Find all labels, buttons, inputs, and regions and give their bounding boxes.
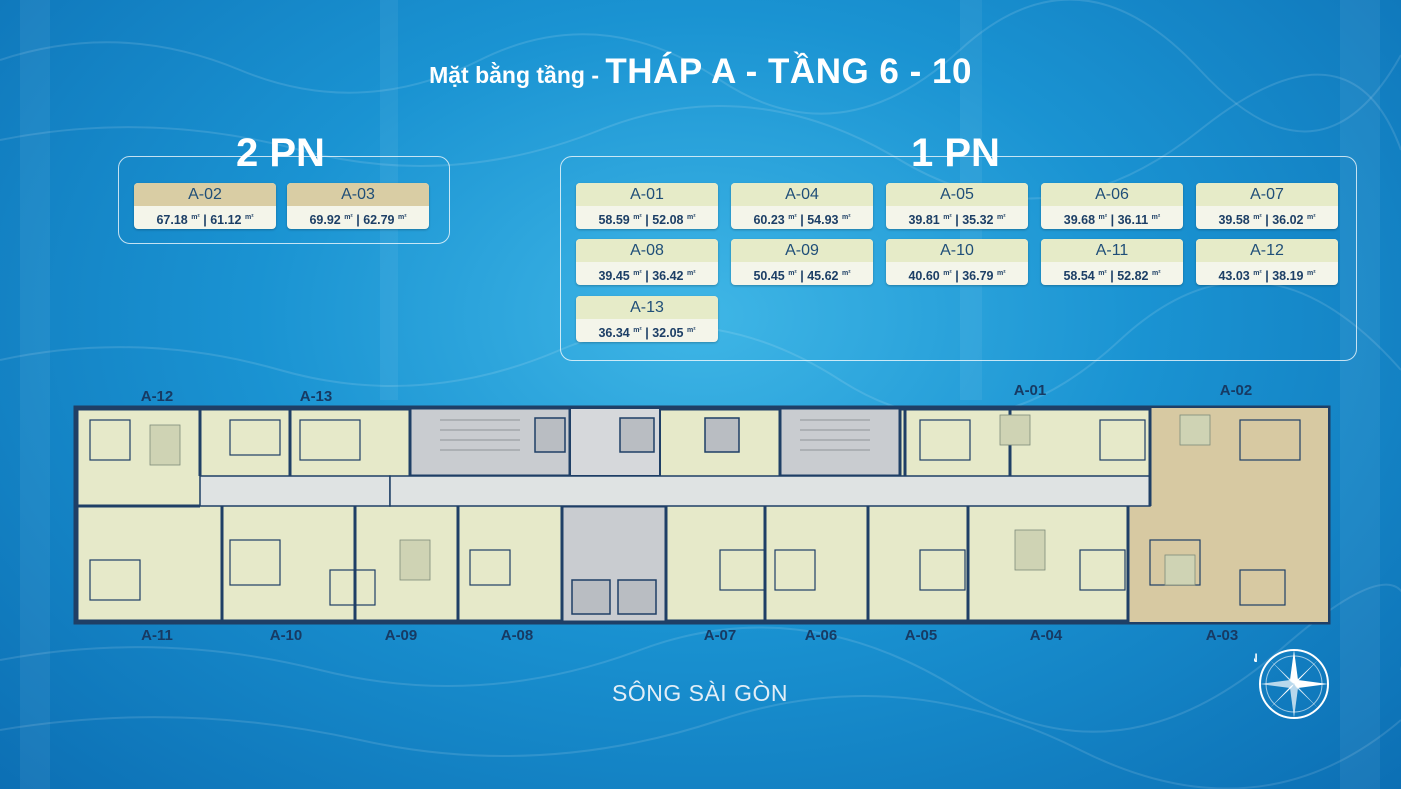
unit-area: 40.60 m² | 36.79 m² [908, 269, 1006, 284]
unit-area: 50.45 m² | 45.62 m² [753, 269, 851, 284]
plan-label-a-05: A-05 [904, 627, 938, 644]
page-title: Mặt bằng tầng - THÁP A - TẦNG 6 - 10 [0, 52, 1401, 92]
unit-code: A-01 [576, 183, 718, 206]
title-prefix: Mặt bằng tầng - [429, 62, 606, 88]
unit-card-a-13[interactable]: A-13 36.34 m² | 32.05 m² [576, 296, 718, 342]
unit-card-a-01[interactable]: A-01 58.59 m² | 52.08 m² [576, 183, 718, 229]
corridor [199, 475, 391, 507]
unit-code: A-02 [134, 183, 276, 206]
unit-area: 36.34 m² | 32.05 m² [598, 326, 696, 341]
unit-card-a-03[interactable]: A-03 69.92 m² | 62.79 m² [287, 183, 429, 229]
plan-label-a-04: A-04 [1029, 627, 1063, 644]
corridor-main [389, 475, 1151, 507]
group-1pn-label: 1 PN [911, 131, 1000, 175]
plan-label-a-03: A-03 [1205, 627, 1239, 644]
unit-card-a-09[interactable]: A-09 50.45 m² | 45.62 m² [731, 239, 873, 285]
unit-code: A-09 [731, 239, 873, 262]
unit-area: 58.54 m² | 52.82 m² [1063, 269, 1161, 284]
plan-outline [73, 405, 1331, 625]
unit-area: 69.92 m² | 62.79 m² [309, 213, 407, 228]
unit-card-a-11[interactable]: A-11 58.54 m² | 52.82 m² [1041, 239, 1183, 285]
title-main: THÁP A - TẦNG 6 - 10 [605, 52, 972, 91]
unit-a-03-area [1128, 506, 1328, 622]
group-1pn [560, 156, 1357, 361]
unit-area: 67.18 m² | 61.12 m² [156, 213, 254, 228]
unit-card-a-02[interactable]: A-02 67.18 m² | 61.12 m² [134, 183, 276, 229]
unit-code: A-07 [1196, 183, 1338, 206]
compass-north-label: N [1254, 651, 1258, 665]
river-label: SÔNG SÀI GÒN [612, 680, 788, 706]
plan-label-a-02: A-02 [1219, 382, 1253, 399]
unit-code: A-11 [1041, 239, 1183, 262]
unit-card-a-04[interactable]: A-04 60.23 m² | 54.93 m² [731, 183, 873, 229]
plan-label-a-10: A-10 [269, 627, 303, 644]
unit-card-a-05[interactable]: A-05 39.81 m² | 35.32 m² [886, 183, 1028, 229]
unit-code: A-04 [731, 183, 873, 206]
unit-code: A-06 [1041, 183, 1183, 206]
unit-card-a-12[interactable]: A-12 43.03 m² | 38.19 m² [1196, 239, 1338, 285]
unit-card-a-07[interactable]: A-07 39.58 m² | 36.02 m² [1196, 183, 1338, 229]
compass-icon: N [1254, 649, 1329, 719]
plan-label-a-12: A-12 [140, 388, 174, 405]
unit-card-a-10[interactable]: A-10 40.60 m² | 36.79 m² [886, 239, 1028, 285]
plan-label-a-08: A-08 [500, 627, 534, 644]
unit-card-a-06[interactable]: A-06 39.68 m² | 36.11 m² [1041, 183, 1183, 229]
unit-code: A-10 [886, 239, 1028, 262]
plan-label-a-11: A-11 [141, 627, 173, 644]
group-2pn [118, 156, 450, 244]
unit-code: A-05 [886, 183, 1028, 206]
core-right [778, 406, 902, 478]
unit-code: A-12 [1196, 239, 1338, 262]
unit-code: A-13 [576, 296, 718, 319]
unit-area: 58.59 m² | 52.08 m² [598, 213, 696, 228]
unit-area: 39.81 m² | 35.32 m² [908, 213, 1006, 228]
plan-label-a-13: A-13 [299, 388, 333, 405]
unit-area: 43.03 m² | 38.19 m² [1218, 269, 1316, 284]
unit-card-a-08[interactable]: A-08 39.45 m² | 36.42 m² [576, 239, 718, 285]
plan-label-a-07: A-07 [703, 627, 737, 644]
unit-area: 60.23 m² | 54.93 m² [753, 213, 851, 228]
plan-label-a-09: A-09 [384, 627, 418, 644]
unit-area: 39.68 m² | 36.11 m² [1063, 213, 1161, 228]
unit-area: 39.45 m² | 36.42 m² [598, 269, 696, 284]
unit-code: A-08 [576, 239, 718, 262]
plan-label-a-01: A-01 [1013, 382, 1047, 399]
unit-area: 39.58 m² | 36.02 m² [1218, 213, 1316, 228]
group-2pn-label: 2 PN [236, 131, 325, 175]
unit-a-02-area [1150, 408, 1328, 506]
plan-label-a-06: A-06 [804, 627, 838, 644]
unit-code: A-03 [287, 183, 429, 206]
